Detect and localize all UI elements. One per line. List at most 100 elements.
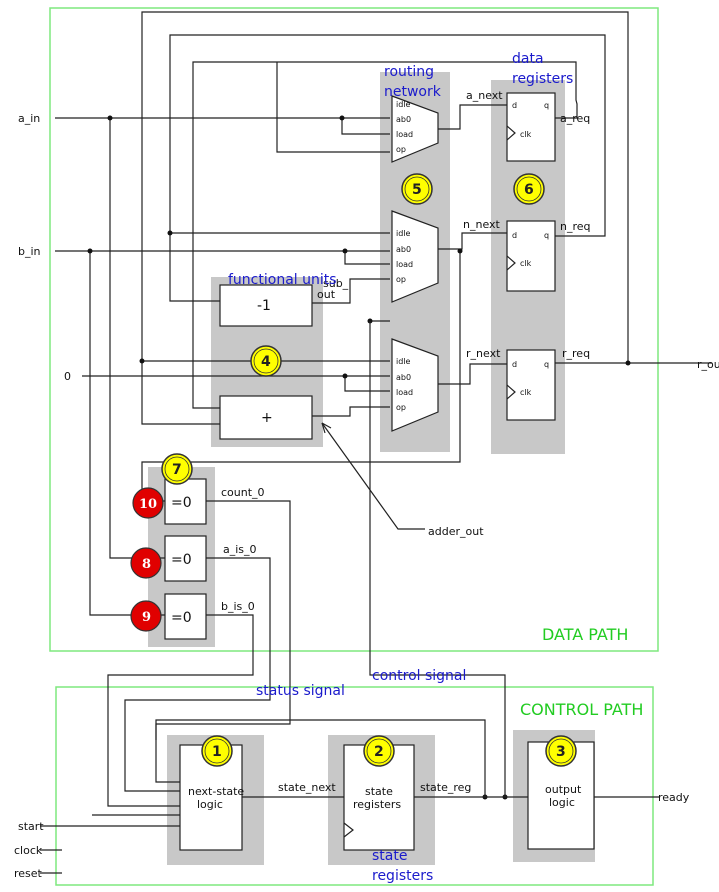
svg-text:clk: clk	[520, 388, 532, 397]
svg-text:op: op	[396, 403, 406, 412]
svg-text:9: 9	[142, 610, 151, 625]
svg-text:load: load	[396, 130, 413, 139]
marker-4: 4	[250, 345, 282, 377]
count-0-label: count_0	[221, 486, 265, 499]
yellow-markers: 1 2 3 4 5 6 7	[161, 173, 577, 767]
state-registers-label-2: registers	[372, 868, 433, 884]
labels: a_in b_in 0 r_out a_next n_next r_next a…	[14, 51, 719, 884]
datapath-title: DATA PATH	[542, 625, 628, 644]
start-label: start	[18, 820, 44, 833]
svg-text:5: 5	[412, 182, 422, 198]
svg-text:registers: registers	[353, 798, 401, 811]
a-is-0-label: a_is_0	[223, 543, 257, 556]
clock-label: clock	[14, 844, 43, 857]
svg-text:idle: idle	[396, 357, 411, 366]
svg-text:clk: clk	[520, 130, 532, 139]
n-req-label: n_req	[560, 220, 591, 233]
svg-text:=0: =0	[171, 610, 192, 626]
svg-text:logic: logic	[549, 796, 575, 809]
control-signal-label: control signal	[372, 668, 466, 684]
routing-network-label-2: network	[384, 84, 442, 100]
marker-10: 10	[132, 487, 164, 519]
marker-1: 1	[201, 735, 233, 767]
n-next-label: n_next	[463, 218, 501, 231]
r-out-label: r_out	[697, 358, 719, 371]
svg-text:d: d	[512, 360, 517, 369]
svg-text:d: d	[512, 231, 517, 240]
adder-unit: +	[219, 395, 313, 440]
comparator-b: =0	[164, 593, 207, 640]
controlpath-title: CONTROL PATH	[520, 700, 643, 719]
svg-text:clk: clk	[520, 259, 532, 268]
marker-7: 7	[161, 453, 193, 485]
mux-a: idle ab0 load op	[391, 95, 439, 163]
adder-out-label: adder_out	[428, 525, 484, 538]
r-next-label: r_next	[466, 347, 501, 360]
svg-text:q: q	[544, 231, 549, 240]
r-req-label: r_req	[562, 347, 590, 360]
mux-n: idle ab0 load op	[391, 210, 439, 303]
svg-text:d: d	[512, 101, 517, 110]
red-markers: 10 8 9	[130, 487, 164, 632]
svg-text:output: output	[545, 783, 582, 796]
svg-text:q: q	[544, 101, 549, 110]
marker-5: 5	[401, 173, 433, 205]
datapath-frame	[49, 7, 659, 652]
svg-text:state: state	[365, 785, 393, 798]
svg-text:10: 10	[139, 497, 157, 512]
svg-text:4: 4	[261, 354, 271, 370]
svg-text:load: load	[396, 388, 413, 397]
routing-network-label-1: routing	[384, 64, 434, 80]
svg-text:q: q	[544, 360, 549, 369]
functional-units-label: functional units	[228, 272, 337, 288]
comparator-count: =0	[164, 478, 207, 525]
b-is-0-label: b_is_0	[221, 600, 255, 613]
state-registers-label-1: state	[372, 848, 407, 864]
decrement-unit: -1	[219, 284, 313, 327]
svg-text:2: 2	[374, 744, 384, 760]
svg-text:3: 3	[556, 744, 566, 760]
datapath-wires	[55, 11, 712, 616]
svg-text:8: 8	[142, 557, 151, 572]
svg-text:ab0: ab0	[396, 373, 411, 382]
marker-3: 3	[545, 735, 577, 767]
svg-text:6: 6	[524, 182, 534, 198]
b-in-label: b_in	[18, 245, 41, 258]
svg-text:=0: =0	[171, 552, 192, 568]
comparator-a: =0	[164, 535, 207, 582]
data-registers-label-2: registers	[512, 71, 573, 87]
state-next-label: state_next	[278, 781, 336, 794]
register-r: d q clk	[506, 349, 556, 421]
data-registers-label-1: data	[512, 51, 544, 67]
svg-text:+: +	[261, 410, 273, 426]
svg-text:=0: =0	[171, 495, 192, 511]
marker-6: 6	[513, 173, 545, 205]
state-reg-label: state_reg	[420, 781, 471, 794]
marker-2: 2	[363, 735, 395, 767]
svg-text:idle: idle	[396, 229, 411, 238]
status-signal-label: status signal	[256, 683, 345, 699]
svg-text:op: op	[396, 145, 406, 154]
register-n: d q clk	[506, 220, 556, 292]
controlpath-frame	[55, 686, 654, 886]
zero-input-label: 0	[64, 370, 71, 383]
sub-out-label-2: out	[317, 288, 336, 301]
svg-text:idle: idle	[396, 100, 411, 109]
a-next-label: a_next	[466, 89, 503, 102]
control-wires	[40, 719, 660, 874]
status-wires	[92, 321, 506, 816]
reset-label: reset	[14, 867, 43, 880]
junction-dots	[87, 115, 631, 800]
svg-text:next-state: next-state	[188, 785, 244, 798]
svg-text:7: 7	[172, 462, 182, 478]
svg-text:-1: -1	[257, 298, 271, 314]
svg-text:op: op	[396, 275, 406, 284]
svg-text:ab0: ab0	[396, 245, 411, 254]
mux-r: idle ab0 load op	[391, 338, 439, 432]
a-in-label: a_in	[18, 112, 40, 125]
marker-9: 9	[130, 600, 162, 632]
svg-text:load: load	[396, 260, 413, 269]
a-req-label: a_req	[560, 112, 590, 125]
